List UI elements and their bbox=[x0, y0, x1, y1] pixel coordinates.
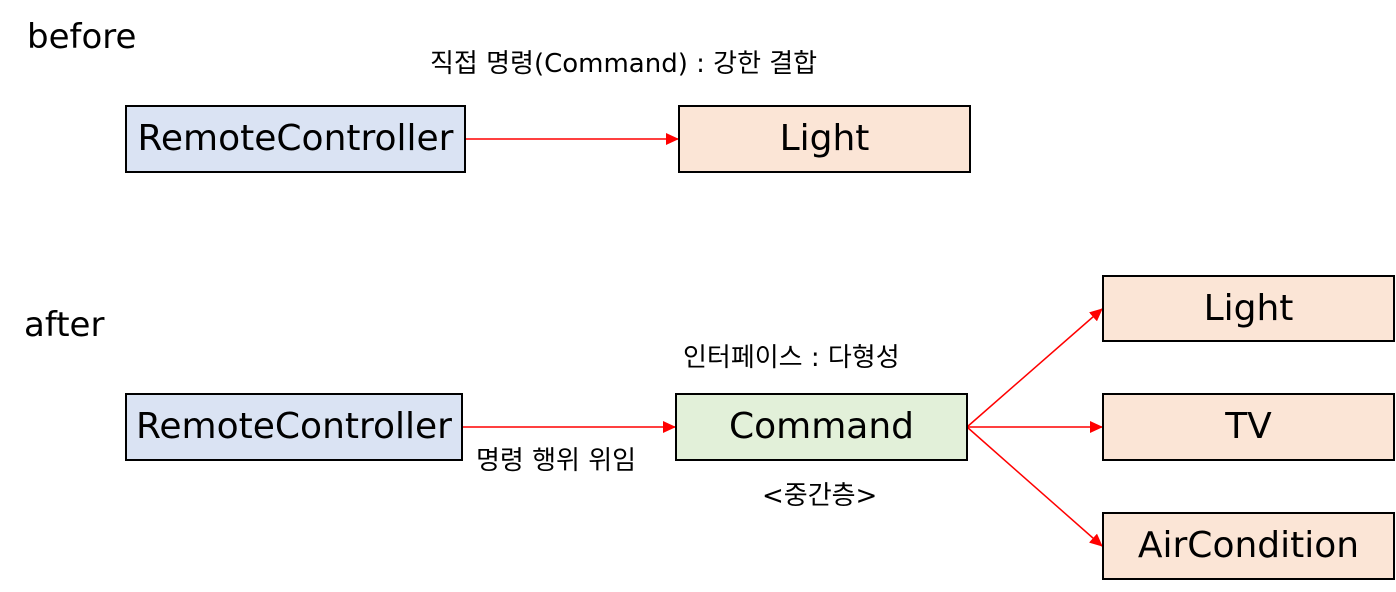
light-box: Light bbox=[1102, 275, 1395, 342]
delegation-edge-label: 명령 행위 위임 bbox=[476, 446, 637, 476]
before-remote-controller-box: RemoteController bbox=[125, 105, 466, 173]
aircondition-box: AirCondition bbox=[1102, 512, 1395, 580]
before-caption: 직접 명령(Command) : 강한 결합 bbox=[430, 49, 818, 79]
before-section-label: before bbox=[27, 17, 137, 57]
command-to-light-arrow bbox=[966, 308, 1103, 428]
command-to-aircondition-arrow bbox=[966, 426, 1103, 547]
before-light-box: Light bbox=[678, 105, 971, 173]
command-box: Command bbox=[675, 393, 968, 461]
after-caption: 인터페이스 : 다형성 bbox=[683, 343, 900, 373]
after-section-label: after bbox=[24, 305, 105, 345]
tv-box: TV bbox=[1102, 393, 1395, 461]
after-remote-controller-box: RemoteController bbox=[125, 393, 463, 461]
middle-layer-caption: <중간층> bbox=[762, 481, 878, 511]
